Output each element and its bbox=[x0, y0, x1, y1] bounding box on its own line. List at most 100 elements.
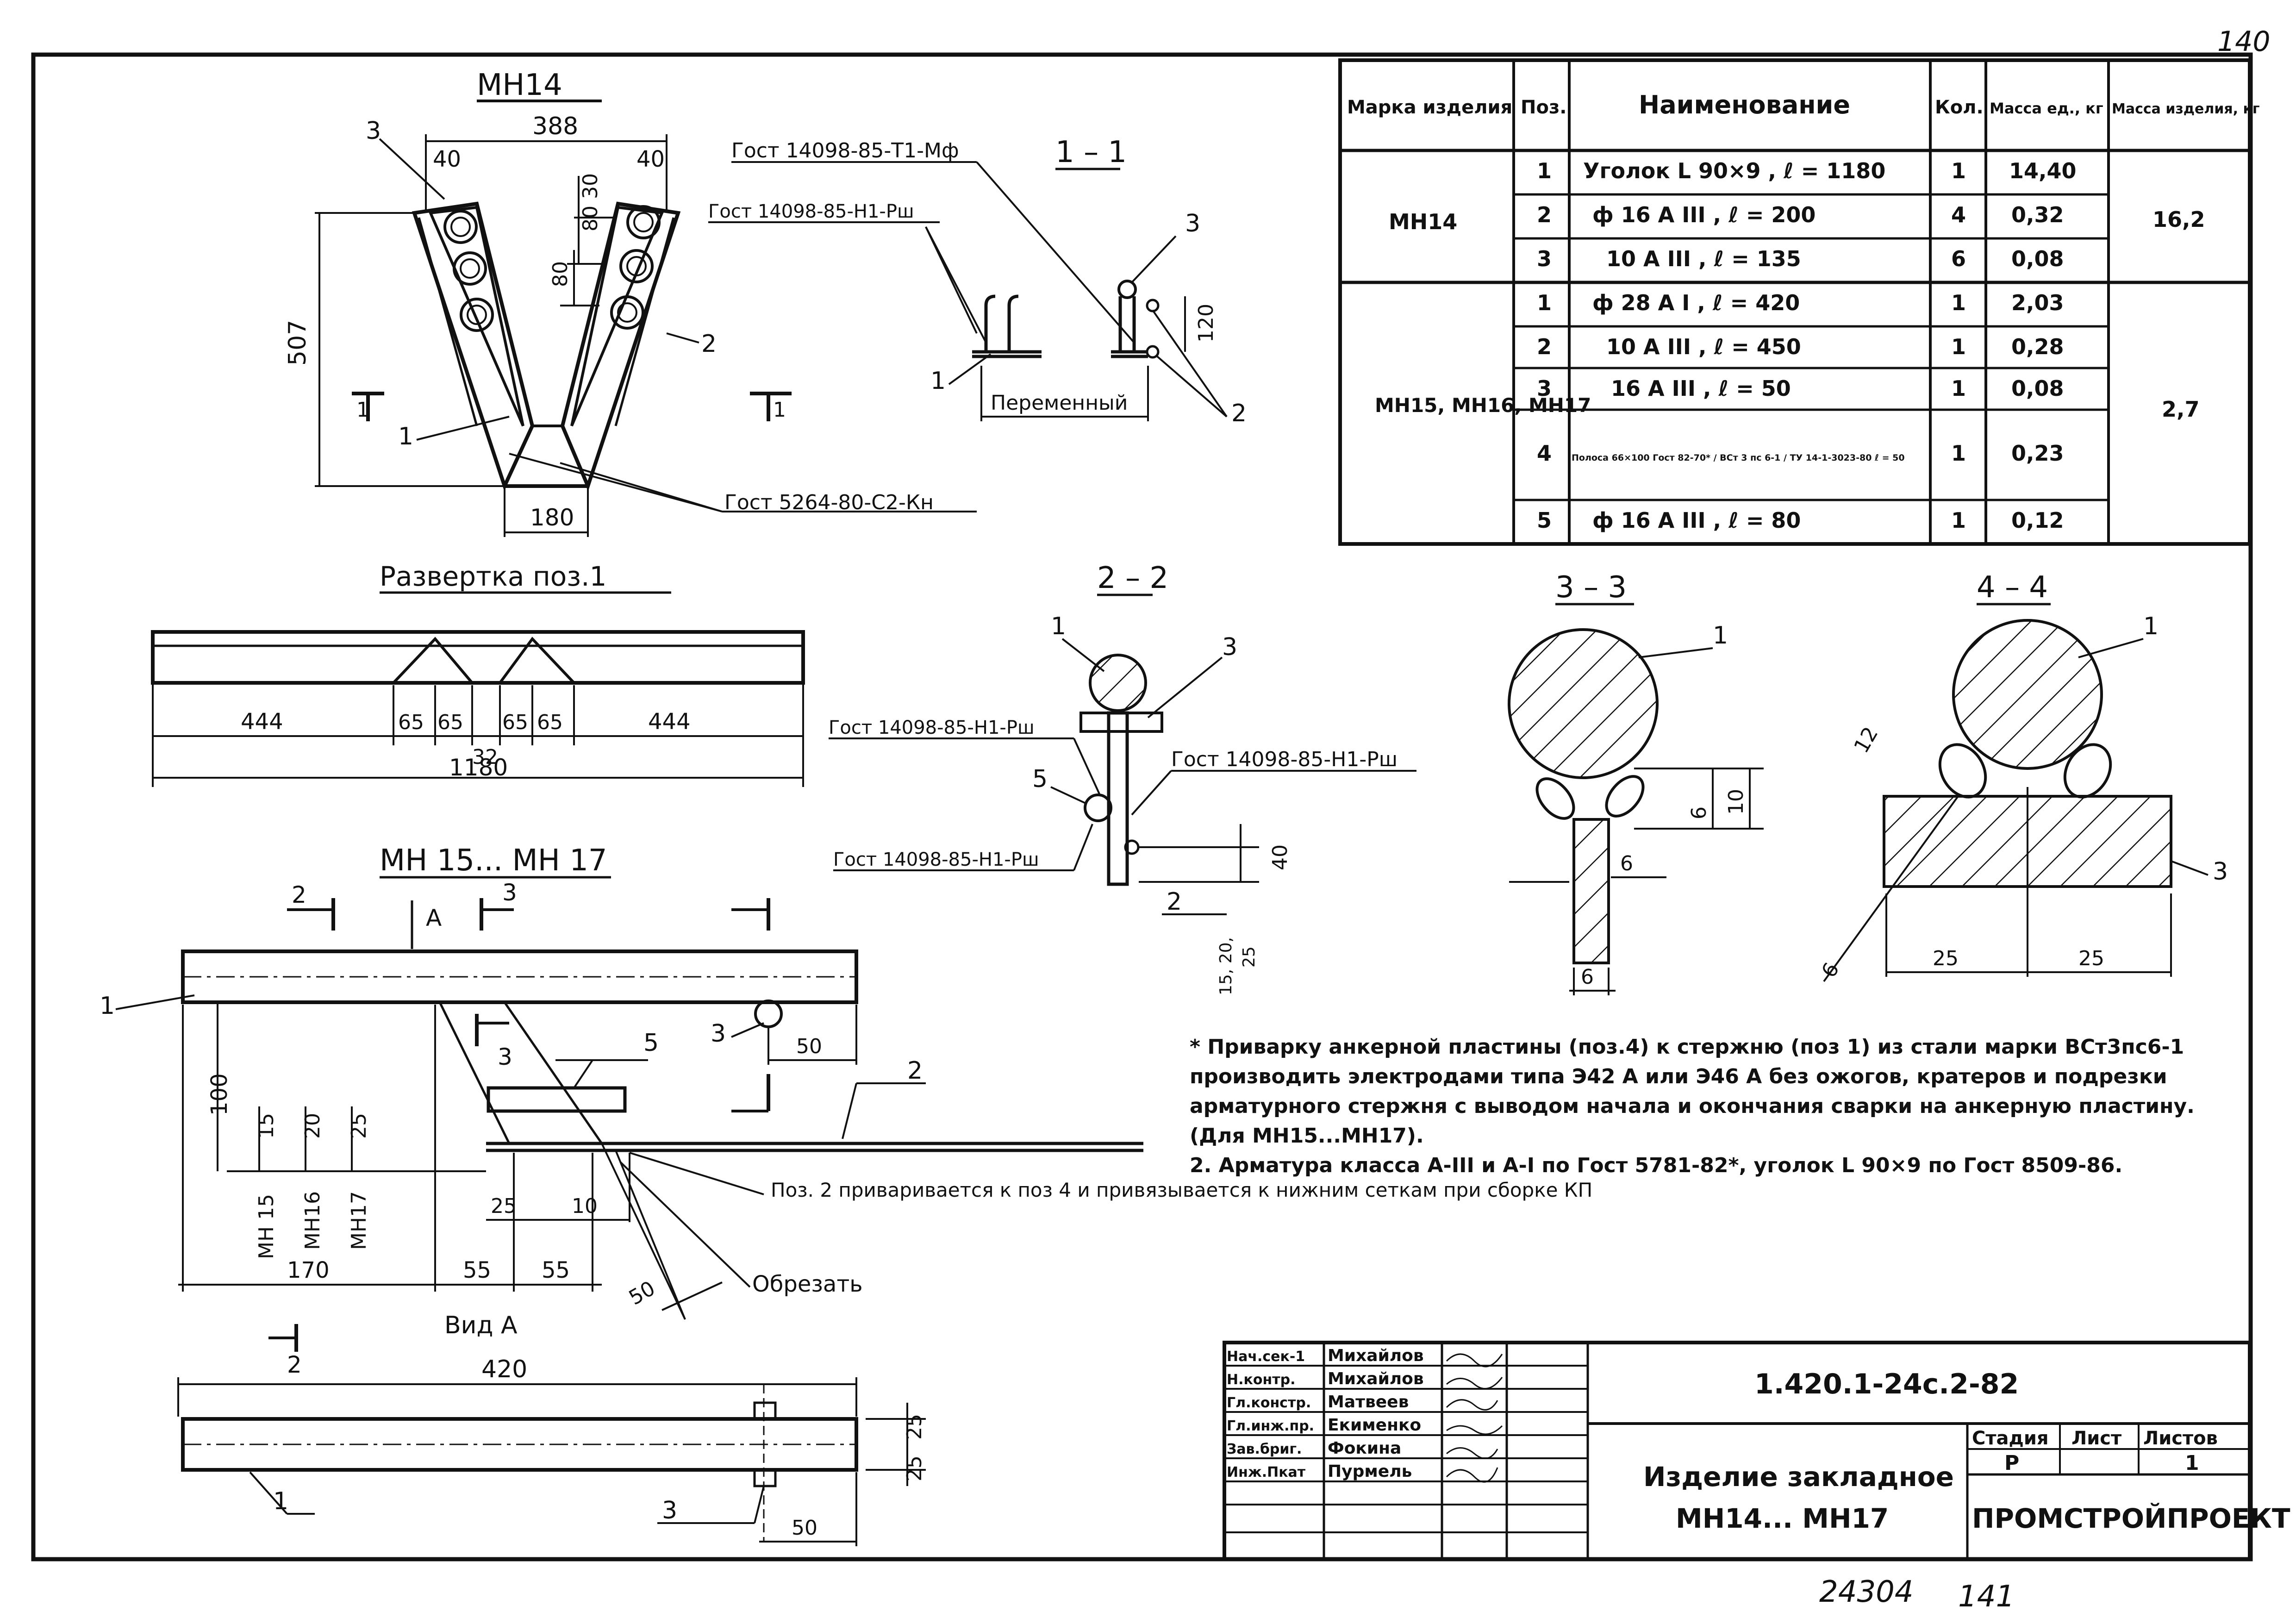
table-row: 4 Полоса 66×100 Гост 82-70* / ВСт 3 пс 6… bbox=[1537, 441, 2064, 466]
svg-text:0,23: 0,23 bbox=[2011, 441, 2064, 466]
dim-55-a: 55 bbox=[463, 1257, 491, 1283]
svg-text:1: 1 bbox=[1951, 441, 1966, 466]
s44-label-3: 3 bbox=[2213, 858, 2228, 886]
dim-50-va: 50 bbox=[792, 1516, 817, 1540]
section-4-4: 4 – 4 1 3 12 25 25 6 bbox=[1817, 570, 2228, 982]
page-number: 141 bbox=[1958, 1580, 2015, 1614]
svg-text:МН15, МН16, МН17: МН15, МН16, МН17 bbox=[1375, 394, 1591, 417]
section-1-1: Гост 14098-85-Т1-Мф Гост 14098-85-Н1-Рш … bbox=[708, 135, 1247, 427]
section-2-2: 2 – 2 1 3 5 Гост 14098-85-Н1-Рш Гост 140… bbox=[829, 561, 1416, 995]
mark-3-top: 3 bbox=[502, 879, 517, 906]
svg-text:ф 28 А I , ℓ = 420: ф 28 А I , ℓ = 420 bbox=[1592, 290, 1800, 315]
svg-text:2,03: 2,03 bbox=[2011, 290, 2064, 315]
s33-dim-6b: 6 bbox=[1620, 852, 1633, 875]
dim-100: 100 bbox=[206, 1073, 232, 1116]
svg-text:ф 16 А III , ℓ = 200: ф 16 А III , ℓ = 200 bbox=[1592, 202, 1816, 227]
stage-value: Р bbox=[2004, 1451, 2019, 1475]
role-1: Н.контр. bbox=[1227, 1372, 1295, 1388]
view-a: 420 25 25 50 1 3 bbox=[177, 1355, 926, 1546]
vid-a-label: Вид А bbox=[444, 1312, 518, 1339]
dim-20: 20 bbox=[301, 1113, 324, 1139]
svg-text:14,40: 14,40 bbox=[2009, 158, 2077, 183]
gost-h1rsh-label-c: Гост 14098-85-Н1-Рш bbox=[1171, 748, 1398, 771]
th-mark: Марка изделия bbox=[1347, 97, 1512, 118]
gost-h1rsh-label-a: Гост 14098-85-Н1-Рш bbox=[708, 201, 914, 222]
title-block: Нач.сек-1 Н.контр. Гл.констр. Гл.инж.пр.… bbox=[1223, 1341, 2290, 1561]
mn15-17-title: МН 15... МН 17 bbox=[380, 843, 607, 878]
th-mass-total: Масса изделия, кг bbox=[2112, 101, 2260, 117]
pos2-note: Поз. 2 приваривается к поз 4 и привязыва… bbox=[771, 1179, 1592, 1201]
svg-text:МН14: МН14 bbox=[1389, 209, 1457, 234]
dim-420: 420 bbox=[481, 1355, 527, 1383]
razvertka-title: Развертка поз.1 bbox=[380, 561, 606, 592]
notes: * Приварку анкерной пластины (поз.4) к с… bbox=[1190, 1035, 2195, 1177]
section-mark-1-left: 1 bbox=[356, 398, 369, 422]
dim-170: 170 bbox=[287, 1257, 330, 1283]
sheets-label: Листов bbox=[2143, 1428, 2218, 1449]
dim-80: 80 bbox=[549, 261, 572, 287]
section-3-3-title: 3 – 3 bbox=[1555, 570, 1627, 605]
svg-text:2: 2 bbox=[1537, 334, 1552, 359]
svg-text:0,28: 0,28 bbox=[2011, 334, 2064, 359]
mn15-label-2: 2 bbox=[907, 1057, 923, 1085]
svg-text:1: 1 bbox=[1951, 334, 1966, 359]
th-pos: Поз. bbox=[1521, 97, 1566, 118]
role-4: Зав.бриг. bbox=[1227, 1441, 1302, 1457]
table-row: 3 16 А III , ℓ = 50 1 0,08 bbox=[1537, 376, 2064, 401]
lab-mn15: МН 15 bbox=[255, 1194, 278, 1259]
section-1-1-title: 1 – 1 bbox=[1055, 135, 1127, 169]
view-a-arrow: А bbox=[426, 905, 442, 931]
s11-dim-120: 120 bbox=[1194, 304, 1218, 343]
name-3: Екименко bbox=[1328, 1416, 1421, 1435]
dim-40-left: 40 bbox=[433, 146, 461, 172]
s22-dim-25: 25 bbox=[1240, 946, 1259, 968]
s11-label-1: 1 bbox=[930, 367, 946, 395]
svg-text:3: 3 bbox=[1537, 246, 1552, 271]
corner-sheet-number: 140 bbox=[2217, 25, 2271, 58]
s22-dim-40: 40 bbox=[1268, 844, 1292, 870]
note-2: 2. Арматура класса А-III и А-I по Гост 5… bbox=[1190, 1154, 2123, 1177]
th-name: Наименование bbox=[1639, 90, 1850, 119]
svg-text:4: 4 bbox=[1537, 441, 1552, 466]
r-dim-65-c: 65 bbox=[502, 711, 528, 734]
s22-label-1: 1 bbox=[1051, 612, 1066, 640]
svg-text:Уголок L 90×9 , ℓ = 1180: Уголок L 90×9 , ℓ = 1180 bbox=[1583, 158, 1885, 183]
svg-text:10 А III , ℓ = 450: 10 А III , ℓ = 450 bbox=[1606, 334, 1801, 359]
svg-text:0,08: 0,08 bbox=[2011, 246, 2064, 271]
table-row: 2 10 А III , ℓ = 450 1 0,28 bbox=[1537, 334, 2064, 359]
table-row: МН15, МН16, МН17 1 ф 28 А I , ℓ = 420 1 … bbox=[1375, 290, 2200, 422]
svg-text:16,2: 16,2 bbox=[2152, 207, 2205, 232]
s44-label-1: 1 bbox=[2143, 612, 2159, 640]
pereminny-label: Переменный bbox=[991, 391, 1128, 415]
mark-2-bottom: 2 bbox=[287, 1351, 302, 1378]
gost-t1mf-label: Гост 14098-85-Т1-Мф bbox=[731, 139, 959, 162]
note-1: * Приварку анкерной пластины (поз.4) к с… bbox=[1190, 1035, 2195, 1148]
title-line-1: Изделие закладное bbox=[1643, 1461, 1954, 1493]
dim-50-upper: 50 bbox=[796, 1035, 822, 1058]
s33-label-1: 1 bbox=[1713, 622, 1728, 650]
doc-code: 1.420.1-24с.2-82 bbox=[1754, 1368, 2019, 1400]
dim-80-30: 80 30 bbox=[579, 173, 602, 231]
s44-dim-25b: 25 bbox=[2078, 947, 2104, 970]
dim-25-va-a: 25 bbox=[903, 1414, 926, 1440]
s44-dim-25a: 25 bbox=[1933, 947, 1959, 970]
s44-dim-12: 12 bbox=[1849, 723, 1883, 757]
table-row: 5 ф 16 А III , ℓ = 80 1 0,12 bbox=[1537, 508, 2064, 533]
r-dim-65-d: 65 bbox=[537, 711, 563, 734]
svg-text:4: 4 bbox=[1951, 202, 1966, 227]
name-2: Матвеев bbox=[1328, 1393, 1409, 1412]
gost-h1rsh-label-b: Гост 14098-85-Н1-Рш bbox=[829, 717, 1035, 738]
svg-text:10 А III , ℓ = 135: 10 А III , ℓ = 135 bbox=[1606, 246, 1801, 271]
obrezat-label: Обрезать bbox=[752, 1271, 863, 1297]
s11-label-3: 3 bbox=[1185, 210, 1200, 237]
svg-text:ф 16 А III , ℓ = 80: ф 16 А III , ℓ = 80 bbox=[1592, 508, 1801, 533]
r-dim-32: 32 bbox=[472, 745, 498, 769]
dim-25-horiz: 25 bbox=[491, 1194, 517, 1218]
s22-label-5: 5 bbox=[1032, 765, 1048, 793]
role-2: Гл.констр. bbox=[1227, 1395, 1311, 1411]
dim-40-right: 40 bbox=[636, 146, 665, 172]
s11-label-2: 2 bbox=[1231, 400, 1247, 427]
name-0: Михайлов bbox=[1328, 1346, 1424, 1365]
mn14-label-1: 1 bbox=[398, 423, 413, 450]
